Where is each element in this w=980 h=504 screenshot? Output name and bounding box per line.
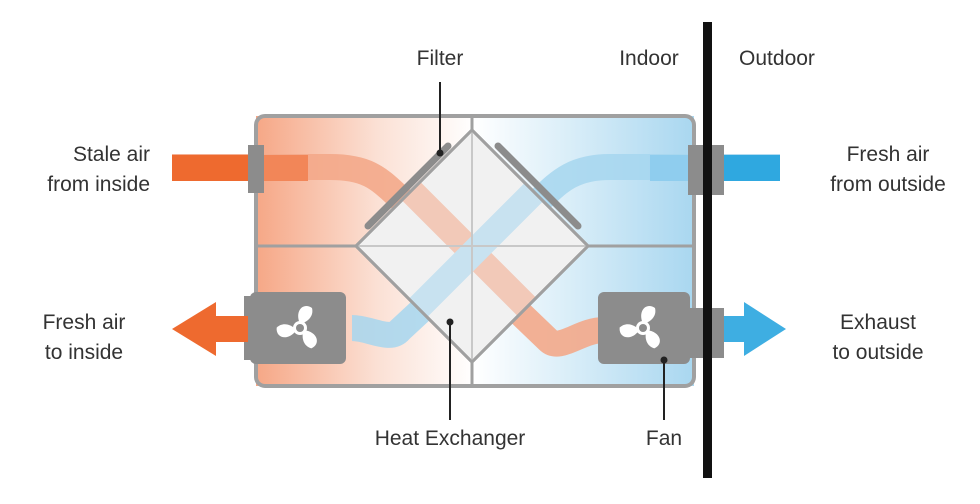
stale-air-from-inside-label: Stale air from inside xyxy=(0,140,150,200)
filter-right xyxy=(494,142,582,230)
arrow-left-icon xyxy=(172,302,248,356)
housing-frame xyxy=(254,114,696,388)
wall-line xyxy=(703,22,712,478)
exhaust-line-2: to outside xyxy=(832,341,924,364)
filter-left xyxy=(364,142,452,230)
filter-label: Filter xyxy=(416,47,464,70)
fresh-air-from-outside-label: Fresh air from outside xyxy=(808,140,968,200)
stale-air-line-2: from inside xyxy=(47,173,150,196)
fresh-air-to-inside-line-2: to inside xyxy=(44,341,124,364)
fresh-air-inlet-inner xyxy=(650,155,694,181)
fan-leader-dot xyxy=(660,356,668,364)
fan-label: Fan xyxy=(645,427,683,450)
outdoor-label: Outdoor xyxy=(739,47,815,70)
fresh-air-to-inside-label: Fresh air to inside xyxy=(14,308,154,368)
stale-air-inlet xyxy=(172,155,254,181)
arrow-right-icon xyxy=(724,302,786,356)
exhaust-line-1: Exhaust xyxy=(840,311,916,334)
filter-leader-dot xyxy=(436,149,444,157)
fan-icon xyxy=(244,292,346,364)
indoor-label: Indoor xyxy=(619,47,679,70)
heat-exchanger-label: Heat Exchanger xyxy=(374,427,526,450)
fresh-air-to-inside-line-1: Fresh air xyxy=(42,311,126,334)
heat-exchanger-leader-dot xyxy=(446,318,454,326)
fresh-air-inlet xyxy=(724,155,780,181)
fresh-air-from-outside-line-1: Fresh air xyxy=(846,143,930,166)
exhaust-to-outside-label: Exhaust to outside xyxy=(808,308,948,368)
fan-icon xyxy=(598,292,690,364)
stale-air-line-1: Stale air xyxy=(72,143,150,166)
left-duct-collar xyxy=(248,145,264,193)
fresh-air-from-outside-line-2: from outside xyxy=(830,173,946,196)
stale-air-inlet-inner xyxy=(258,155,308,181)
partitions xyxy=(258,118,692,384)
